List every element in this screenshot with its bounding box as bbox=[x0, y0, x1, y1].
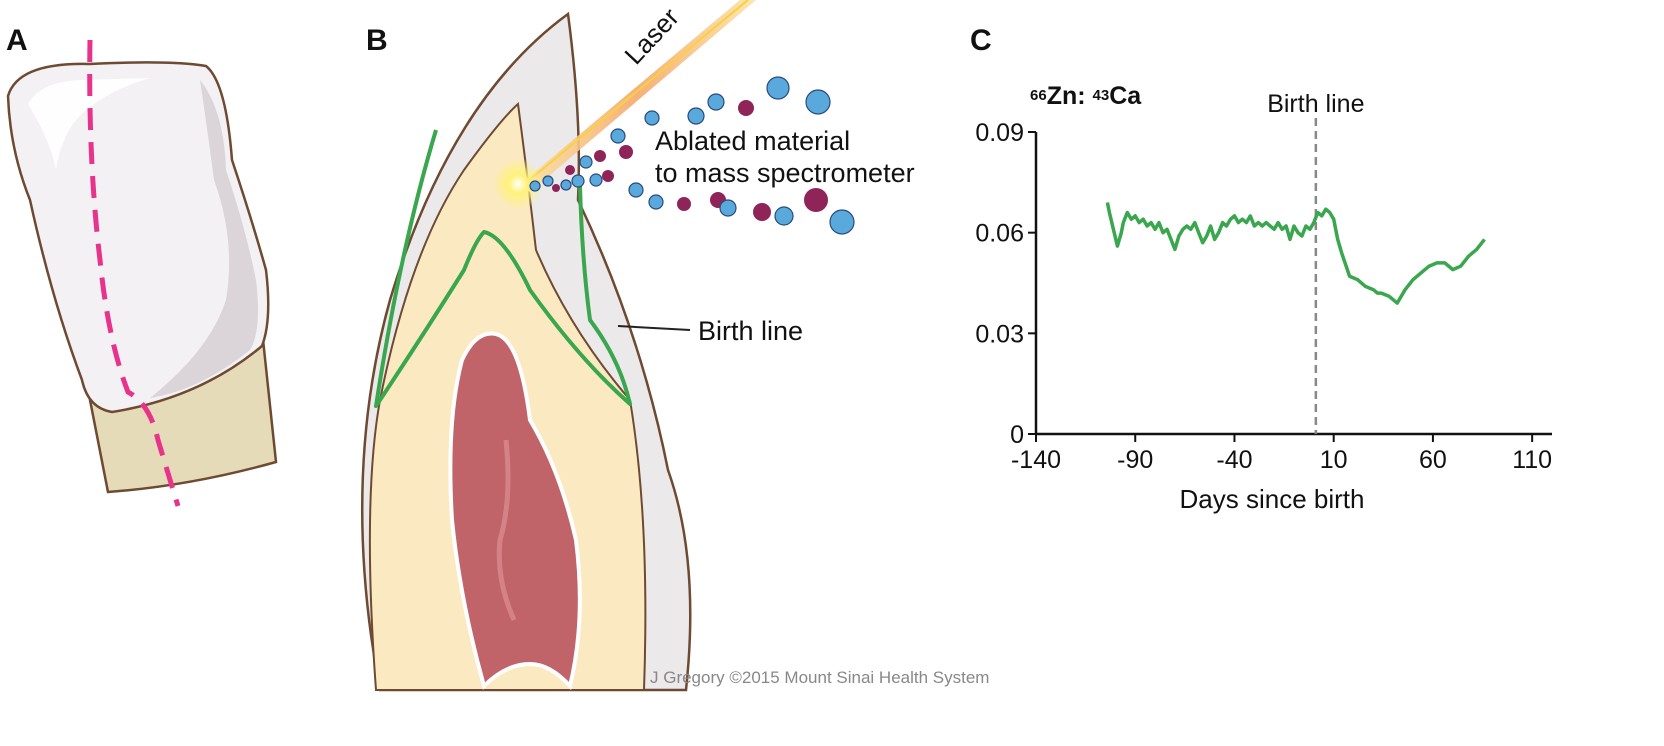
y-axis-title-iso2-mass: 43 bbox=[1092, 87, 1110, 104]
y-axis-title: 66Zn: 43Ca bbox=[1030, 82, 1141, 111]
y-tick-label: 0.06 bbox=[975, 220, 1024, 248]
ablation-label-line1: Ablated material bbox=[655, 126, 851, 156]
pulp-highlight bbox=[496, 439, 517, 622]
tooth-crown-shading bbox=[150, 80, 258, 398]
credit-line: J Gregory ©2015 Mount Sinai Health Syste… bbox=[650, 668, 990, 687]
panel-label-b: B bbox=[366, 24, 388, 57]
tooth-crown-highlight bbox=[28, 78, 150, 170]
y-axis-title-iso1-mass: 66 bbox=[1030, 87, 1047, 104]
y-axis-title-iso1: Zn bbox=[1046, 82, 1078, 110]
birth-line-left bbox=[374, 129, 632, 408]
birth-line-label: Birth line bbox=[698, 316, 804, 346]
panel-label-a: A bbox=[6, 24, 28, 57]
x-tick-label: -40 bbox=[1216, 446, 1252, 474]
y-axis-title-iso2: Ca bbox=[1109, 82, 1142, 110]
ablation-label: Ablated material to mass spectrometer bbox=[655, 126, 915, 190]
pulp bbox=[448, 331, 582, 691]
tooth-crown-illustration bbox=[6, 39, 278, 507]
zn-ca-series-line bbox=[1105, 202, 1486, 305]
ablated-particles bbox=[529, 76, 855, 235]
x-tick-label: 110 bbox=[1512, 446, 1552, 474]
panel-label-c: C bbox=[970, 24, 992, 57]
x-axis-label: Days since birth bbox=[1180, 484, 1365, 514]
x-tick-label: 10 bbox=[1320, 446, 1348, 474]
laser-beam bbox=[518, 0, 756, 192]
birth-line-annotation: Birth line bbox=[1267, 90, 1364, 118]
y-tick-label: 0.03 bbox=[975, 320, 1024, 348]
tooth-crown bbox=[6, 61, 270, 414]
x-tick-label: -90 bbox=[1117, 446, 1153, 474]
birth-line-leader bbox=[617, 325, 691, 331]
x-tick-label: -140 bbox=[1011, 446, 1061, 474]
x-tick-label: 60 bbox=[1419, 446, 1447, 474]
y-tick-label: 0 bbox=[1010, 421, 1024, 449]
laser-spot bbox=[492, 158, 544, 210]
section-line bbox=[87, 39, 181, 507]
ablation-label-line2: to mass spectrometer bbox=[655, 157, 915, 188]
y-tick-label: 0.09 bbox=[975, 119, 1024, 147]
tooth-cross-section: Laser bbox=[360, 0, 855, 692]
y-axis-title-sep: : bbox=[1077, 82, 1086, 110]
laser-core bbox=[521, 0, 749, 187]
